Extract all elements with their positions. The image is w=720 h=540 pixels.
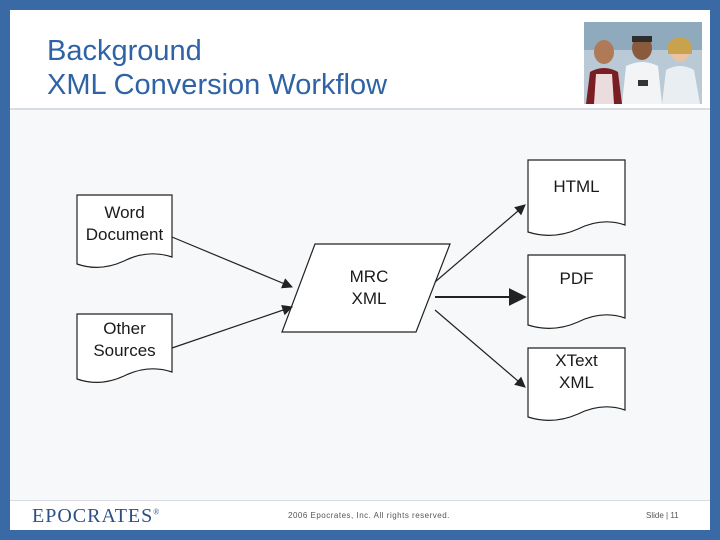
mrc-xml-shape <box>281 243 451 333</box>
mrc-xml-label: MRC XML <box>324 266 414 310</box>
logo-wordmark: EPOCRATES <box>32 505 154 527</box>
arrow-mrc-to-xtext <box>434 309 526 388</box>
html-output-shape <box>527 159 626 236</box>
html-output-label: HTML <box>528 176 625 198</box>
xtext-xml-output-shape <box>527 347 626 421</box>
workflow-diagram: Word Document Other Sources MRC XML HTML… <box>10 110 710 500</box>
word-document-label-line-1: Word <box>104 203 145 222</box>
title-band: Background XML Conversion Workflow <box>10 10 710 108</box>
html-output-label-line-1: HTML <box>553 177 600 196</box>
word-document-shape <box>76 194 173 268</box>
slide-title-line-2: XML Conversion Workflow <box>47 69 388 101</box>
xtext-xml-output-label: XText XML <box>528 350 625 394</box>
other-sources-label-line-2: Sources <box>93 341 156 360</box>
pdf-output-shape <box>527 254 626 329</box>
copyright-notice: 2006 Epocrates, Inc. All rights reserved… <box>288 511 450 520</box>
xtext-xml-output-label-line-2: XML <box>559 373 594 392</box>
xtext-xml-output-label-line-1: XText <box>555 351 598 370</box>
pdf-output-label-line-1: PDF <box>559 269 594 288</box>
arrow-word-to-mrc <box>171 236 293 289</box>
title-divider <box>10 108 710 110</box>
doctors-photo-illustration <box>584 22 702 104</box>
slide-footer: EPOCRATES® 2006 Epocrates, Inc. All righ… <box>10 500 710 530</box>
slide: Background XML Conversion Workflow <box>10 10 710 530</box>
workflow-diagram-canvas <box>76 159 626 421</box>
word-document-label-line-2: Document <box>85 225 164 244</box>
arrow-sources-to-mrc <box>171 305 294 349</box>
other-sources-shape <box>76 313 173 383</box>
mrc-xml-label-line-2: XML <box>351 289 387 308</box>
epocrates-logo: EPOCRATES® <box>32 505 159 528</box>
logo-trademark: ® <box>153 507 160 517</box>
slide-number: Slide | 11 <box>646 511 679 520</box>
arrow-mrc-to-html <box>434 204 526 283</box>
mrc-xml-label-line-1: MRC <box>349 267 389 286</box>
other-sources-label-line-1: Other <box>103 319 146 338</box>
word-document-label: Word Document <box>77 202 172 246</box>
header-photo <box>584 22 702 104</box>
other-sources-label: Other Sources <box>77 318 172 362</box>
slide-title-line-1: Background <box>47 35 202 67</box>
pdf-output-label: PDF <box>528 268 625 290</box>
